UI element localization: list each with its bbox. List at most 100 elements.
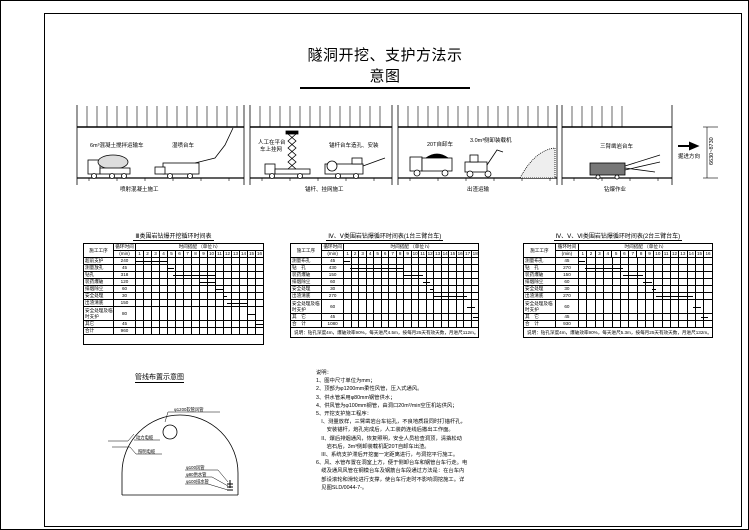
header-hour: 3 [151,250,160,258]
header-hour: 2 [350,250,360,258]
row-cycle-time: 150 [554,271,580,279]
row-process: 安全处理 [523,285,556,293]
drawing-inner-frame [44,13,742,527]
note-line: 6、风、水管布置在洞室上方，便于侧卸台车和钢管台车行走。电 [316,460,468,467]
header-hour: 6 [619,250,630,258]
row-schedule [135,306,264,321]
row-cycle-time: 60 [320,278,345,286]
header-hour: 5 [167,250,176,258]
dump-truck-icon [409,153,453,177]
schedule-bar [350,268,404,269]
label-bolting-jumbo: 锚杆台车造孔、安装 [329,141,379,149]
header-hour: 15 [247,250,256,258]
schedule-bar [585,268,623,269]
header-hour: 9 [644,250,655,258]
note-line: 5、开挖支护施工程序： [316,411,372,418]
schedule-bar [430,289,434,290]
row-process: 测量放孔 [83,264,114,272]
row-schedule [135,278,264,286]
header-hour: 16 [255,250,264,258]
label-water-pipe: φ80供水管 [186,471,207,478]
header-hour: 4 [365,250,375,258]
header-cycle-time: 循环时间 [320,243,345,251]
header-hour: 5 [373,250,382,258]
row-cycle-time: 1080 [320,320,345,328]
schedule-bar [472,317,479,318]
header-hour: 14 [686,250,696,258]
header-hour: 1 [578,250,588,258]
schedule-bar [651,289,656,290]
header-hour: 8 [636,250,646,258]
header-hour: 10 [653,250,663,258]
caption-drilling: 钻爆作业 [604,185,627,193]
row-schedule [578,299,713,314]
row-cycle-time: 45 [320,313,345,321]
label-loader: 3.0m³侧卸装载机 [470,136,512,144]
header-hour: 8 [191,250,200,258]
schedule-bar [622,275,644,276]
row-process: 排烟除尘 [523,278,556,286]
label-drill-jumbo: 三臂凿岩台车 [600,142,634,150]
row-process: 测量布孔 [523,257,556,265]
row-schedule [135,327,264,335]
table-note [83,334,264,345]
label-dump-truck: 20T自卸车 [427,140,453,148]
row-schedule [135,292,264,300]
concrete-mixer-truck-icon [87,154,131,179]
note-line: II、爆后排烟通风，恢复照明，安全人员检查洞顶，清撬松动 [316,435,462,442]
row-cycle-time: 45 [554,313,580,321]
header-hour: 3 [594,250,605,258]
row-process: 装药爆破 [523,271,556,279]
row-process: 钻 孔 [523,264,556,272]
row-cycle-time: 430 [320,264,345,272]
note-line: 4、供风管为φ100mm钢管，由洞口20m³/min空压机站供风； [316,402,458,409]
side-dump-loader-icon [464,149,504,178]
schedule-bar [136,261,168,262]
muck-pile-icon [519,147,556,179]
header-process: 施工工序 [523,243,556,258]
header-hour: 11 [418,250,427,258]
header-process: 施工工序 [290,243,322,258]
schedule-bar [344,261,351,262]
header-hour: 12 [223,250,232,258]
row-process: 排烟除尘 [290,278,322,286]
header-hour: 18 [470,250,480,258]
advance-direction-arrow-icon [678,141,700,151]
row-process: 安全处理及临时支护 [83,306,114,321]
header-hour: 1 [135,250,144,258]
row-process: 测量布孔 [290,257,322,265]
note-line: 3、供水管采用φ80mm钢管供水； [316,394,396,401]
row-process: 排烟除尘 [83,285,114,293]
header-hour: 10 [207,250,216,258]
row-cycle-time: 270 [554,292,580,300]
row-cycle-time: 120 [113,278,136,286]
header-cycle-time: 循环时间 [113,243,136,251]
header-process: 施工工序 [83,243,114,258]
schedule-bar [173,275,216,276]
note-line: I、测量放样，三臂凿岩台车钻孔，不良地质段同时打锚杆孔， [316,419,466,426]
header-hour: 15 [694,250,705,258]
header-hour: 4 [159,250,168,258]
schedule-bar [227,303,248,304]
tunnel-construction-illustration: 6m³混凝土搅拌运输车 湿喷台车 喷射混凝土施工 人工在平台 车上挂网 锚杆台车… [76,105,718,193]
label-vent-duct: φ1200软管风管 [174,406,204,413]
row-cycle-time: 45 [320,257,345,265]
schedule-bar [433,296,468,297]
row-schedule [578,271,713,279]
row-process: 钻孔 [83,271,114,279]
note-line: 缆及通风风管在钢模台车及钢筋台车段通过方法是：在台车内 [316,468,465,475]
header-schedule: 时间搭配 （单位 h） [343,243,480,251]
header-hour: 11 [215,250,224,258]
header-hour: 16 [703,250,713,258]
header-time-unit: (min) [554,250,580,258]
header-hour: 8 [395,250,405,258]
row-cycle-time: 60 [554,299,580,314]
table-title-text: Ⅲ类围岩钻爆开挖循环时间表 [133,234,214,241]
